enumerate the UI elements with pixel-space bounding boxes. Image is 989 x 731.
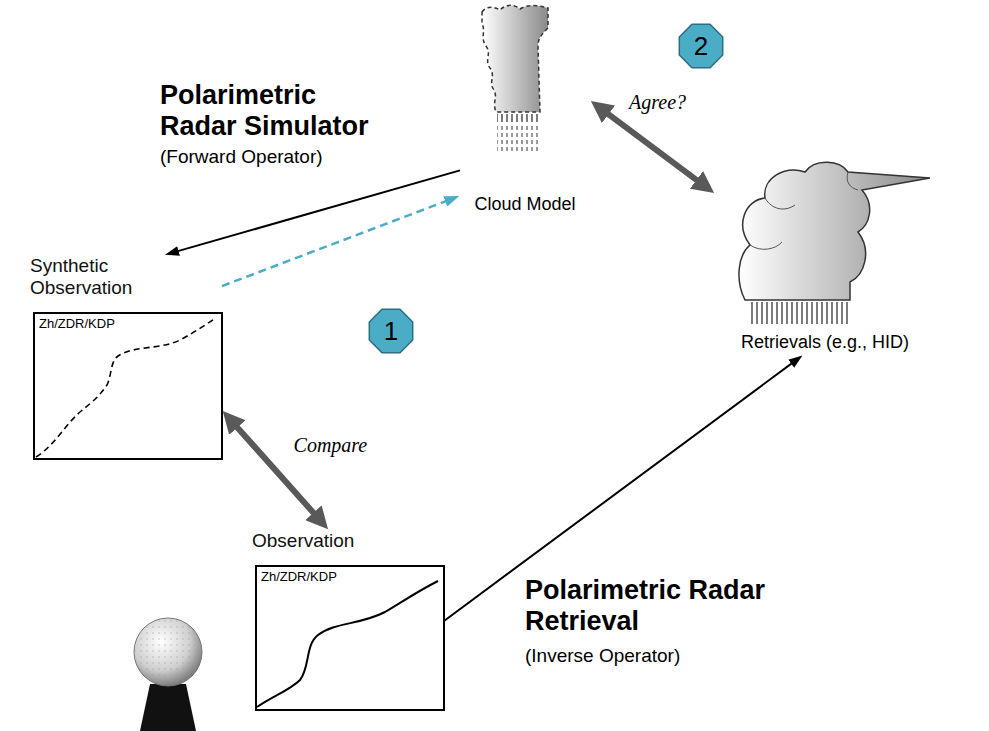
node-label: Retrievals (e.g., HID) xyxy=(741,332,909,355)
agree-arrow xyxy=(608,114,698,181)
model-rain xyxy=(497,114,539,122)
cloud-model: Cloud Model xyxy=(460,5,590,217)
plot-frame: Zh/ZDR/KDP xyxy=(255,565,445,711)
callout-hexagon: 2 xyxy=(676,21,726,71)
synthetic-curve xyxy=(36,318,216,457)
retrieval-rain xyxy=(750,302,850,324)
operator-subtitle: (Forward Operator) xyxy=(160,146,400,168)
hexagon-shape xyxy=(369,309,412,352)
hexagon-shape xyxy=(679,24,722,67)
model-cloud-shape xyxy=(482,5,548,112)
retrieval-cloud: Retrievals (e.g., HID) xyxy=(715,140,935,355)
observation-curve xyxy=(257,581,438,707)
retrieval-cloud-shape xyxy=(739,162,930,300)
operator-title: Polarimetric Radar Simulator xyxy=(160,80,400,142)
operator-title: Polarimetric Radar Retrieval xyxy=(525,575,795,637)
feedback-arrow xyxy=(222,201,446,286)
operator-subtitle: (Inverse Operator) xyxy=(525,645,795,667)
plot-title: Synthetic Observation xyxy=(30,255,155,299)
callout-number: 2 xyxy=(694,31,708,62)
plot-title: Observation xyxy=(252,530,440,552)
edge-label: Compare xyxy=(291,434,371,457)
node-label: Cloud Model xyxy=(474,194,575,217)
axis-label: Zh/ZDR/KDP xyxy=(257,567,443,586)
radome-texture xyxy=(135,619,201,685)
observation-plot: Zh/ZDR/KDP Observation xyxy=(252,530,444,712)
plot-frame: Zh/ZDR/KDP xyxy=(33,312,223,460)
callout-hexagon: 1 xyxy=(366,306,416,356)
edge-label: Agree? xyxy=(626,91,689,114)
synthetic-observation-plot: Zh/ZDR/KDP Synthetic Observation xyxy=(30,255,222,462)
radar-radome xyxy=(134,618,202,686)
model-rain xyxy=(497,124,539,152)
radar-pedestal xyxy=(140,684,196,731)
callout-number: 1 xyxy=(384,316,398,347)
cloud-detail xyxy=(750,172,858,249)
axis-label: Zh/ZDR/KDP xyxy=(35,314,221,333)
